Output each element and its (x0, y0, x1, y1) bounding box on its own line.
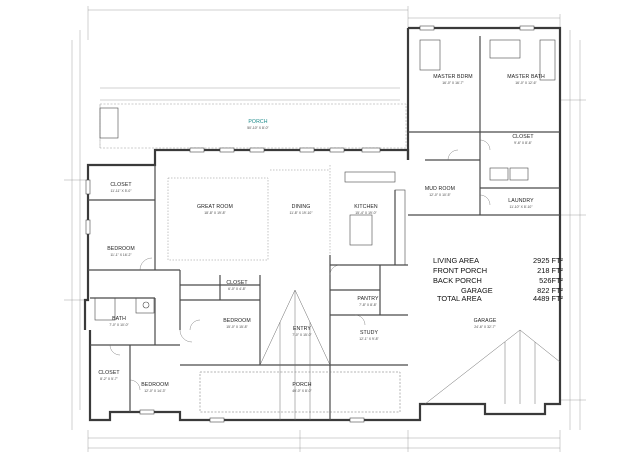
room-dim: 12'-1" X 9'-8" (359, 337, 379, 341)
room-dim: 11'-8" X 19'-10" (289, 211, 313, 215)
kitchen-fixtures (344, 171, 406, 266)
area-value: 526FT² (539, 276, 563, 285)
room-name: STUDY (359, 330, 379, 336)
room-master-bdrm: MASTER BDRM 16'-0" X 16'-7" (424, 74, 482, 86)
room-dim: 12'-0" X 10'-5" (429, 193, 451, 197)
room-closet-bottom: CLOSET 8'-2" X 5'-7" (86, 370, 132, 382)
area-label: LIVING AREA (433, 256, 480, 265)
room-name: PORCH (292, 382, 312, 388)
area-table: LIVING AREA 2925 FT² FRONT PORCH 218 FT²… (433, 256, 563, 306)
room-master-bath: MASTER BATH 16'-0" X 12'-6" (498, 74, 554, 86)
room-study: STUDY 12'-1" X 9'-8" (346, 330, 392, 342)
room-dim: 18'-8" X 19'-8" (204, 211, 226, 215)
dimension-lines (64, 6, 586, 452)
room-name: GREAT ROOM (197, 204, 233, 210)
room-name: CLOSET (226, 280, 248, 286)
room-laundry: LAUNDRY 11'-10" X 8'-10" (496, 198, 546, 210)
area-value: 822 FT² (537, 286, 563, 295)
great-room-outline (167, 165, 331, 261)
room-dim: 7'-0" X 10'-0" (109, 323, 129, 327)
area-label: BACK PORCH (433, 276, 482, 285)
area-row: FRONT PORCH 218 FT² (433, 266, 563, 276)
area-total: TOTAL AREA 4489 FT² (433, 294, 563, 306)
room-name: BEDROOM (107, 246, 135, 252)
room-closet-master: CLOSET 9'-6" X 8'-6" (498, 134, 548, 146)
room-dim: 7'-8" X 8'-8" (359, 303, 377, 307)
room-dim: 15'-4" X 19'-0" (355, 211, 377, 215)
room-bath: BATH 7'-0" X 10'-0" (96, 316, 142, 328)
room-dim: 50'-10" X 8'-0" (247, 126, 269, 130)
room-dining: DINING 11'-8" X 19'-10" (276, 204, 326, 216)
exterior-walls (83, 26, 562, 422)
area-label: TOTAL AREA (437, 294, 482, 303)
room-bedroom-mid: BEDROOM 15'-0" X 15'-8" (210, 318, 264, 330)
windows (85, 25, 535, 423)
room-name: KITCHEN (354, 204, 378, 210)
room-name: MASTER BATH (507, 74, 545, 80)
room-dim: 11'-1" X 16'-2" (110, 253, 132, 257)
door-swings (109, 139, 491, 391)
area-value: 218 FT² (537, 266, 563, 275)
room-great-room: GREAT ROOM 18'-8" X 19'-8" (186, 204, 244, 216)
room-dim: 16'-0" X 12'-6" (515, 81, 537, 85)
room-name: CLOSET (110, 182, 132, 188)
room-dim: 11'-10" X 8'-10" (509, 205, 533, 209)
interior-walls (88, 36, 560, 420)
room-dim: 12'-0" X 14'-3" (144, 389, 166, 393)
room-kitchen: KITCHEN 15'-4" X 19'-0" (342, 204, 390, 216)
room-porch-bottom: PORCH 40'-0" X 8'-0" (278, 382, 326, 394)
room-name: BEDROOM (141, 382, 169, 388)
room-dim: 9'-6" X 8'-6" (514, 141, 532, 145)
room-dim: 15'-0" X 15'-8" (226, 325, 248, 329)
room-closet-mid: CLOSET 6'-0" X 4'-8" (214, 280, 260, 292)
area-row: LIVING AREA 2925 FT² (433, 256, 563, 266)
room-name: DINING (291, 204, 311, 210)
bath-fixtures (94, 39, 556, 321)
area-label: GARAGE (461, 286, 493, 295)
room-bedroom-bottom: BEDROOM 12'-0" X 14'-3" (132, 382, 178, 394)
room-dim: 24'-6" X 32'-7" (474, 325, 496, 329)
room-name: BEDROOM (223, 318, 251, 324)
room-name: PANTRY (357, 296, 379, 302)
room-garage: GARAGE 24'-6" X 32'-7" (460, 318, 510, 330)
entry-gable (199, 289, 401, 420)
room-name: CLOSET (98, 370, 120, 376)
room-name: MUD ROOM (424, 186, 456, 192)
room-name: BATH (112, 316, 126, 322)
room-dim: 40'-0" X 8'-0" (292, 389, 312, 393)
area-value: 4489 FT² (533, 294, 563, 303)
room-name: LAUNDRY (508, 198, 534, 204)
area-label: FRONT PORCH (433, 266, 488, 275)
room-name: CLOSET (512, 134, 534, 140)
room-bedroom-left: BEDROOM 11'-1" X 16'-2" (96, 246, 146, 258)
area-row: BACK PORCH 526FT² (433, 276, 563, 286)
room-closet-left: CLOSET 11'-11" X 5'-0" (96, 182, 146, 194)
room-dim: 6'-0" X 4'-8" (228, 287, 246, 291)
room-dim: 8'-2" X 5'-7" (100, 377, 118, 381)
room-pantry: PANTRY 7'-8" X 8'-8" (346, 296, 390, 308)
area-row-total: TOTAL AREA 4489 FT² (433, 294, 563, 304)
room-name: GARAGE (473, 318, 497, 324)
garage-lines (424, 329, 561, 405)
area-row: GARAGE 822 FT² (433, 286, 563, 296)
room-porch-top: PORCH 50'-10" X 8'-0" (228, 119, 288, 131)
room-mud-room: MUD ROOM 12'-0" X 10'-5" (416, 186, 464, 198)
room-name: ENTRY (293, 326, 311, 332)
room-name: PORCH (248, 119, 268, 125)
room-dim: 16'-0" X 16'-7" (442, 81, 464, 85)
room-entry: ENTRY 7'-0" X 15'-0" (282, 326, 322, 338)
room-name: MASTER BDRM (433, 74, 473, 80)
room-dim: 7'-0" X 15'-0" (292, 333, 312, 337)
room-dim: 11'-11" X 5'-0" (110, 189, 132, 193)
area-value: 2925 FT² (533, 256, 563, 265)
